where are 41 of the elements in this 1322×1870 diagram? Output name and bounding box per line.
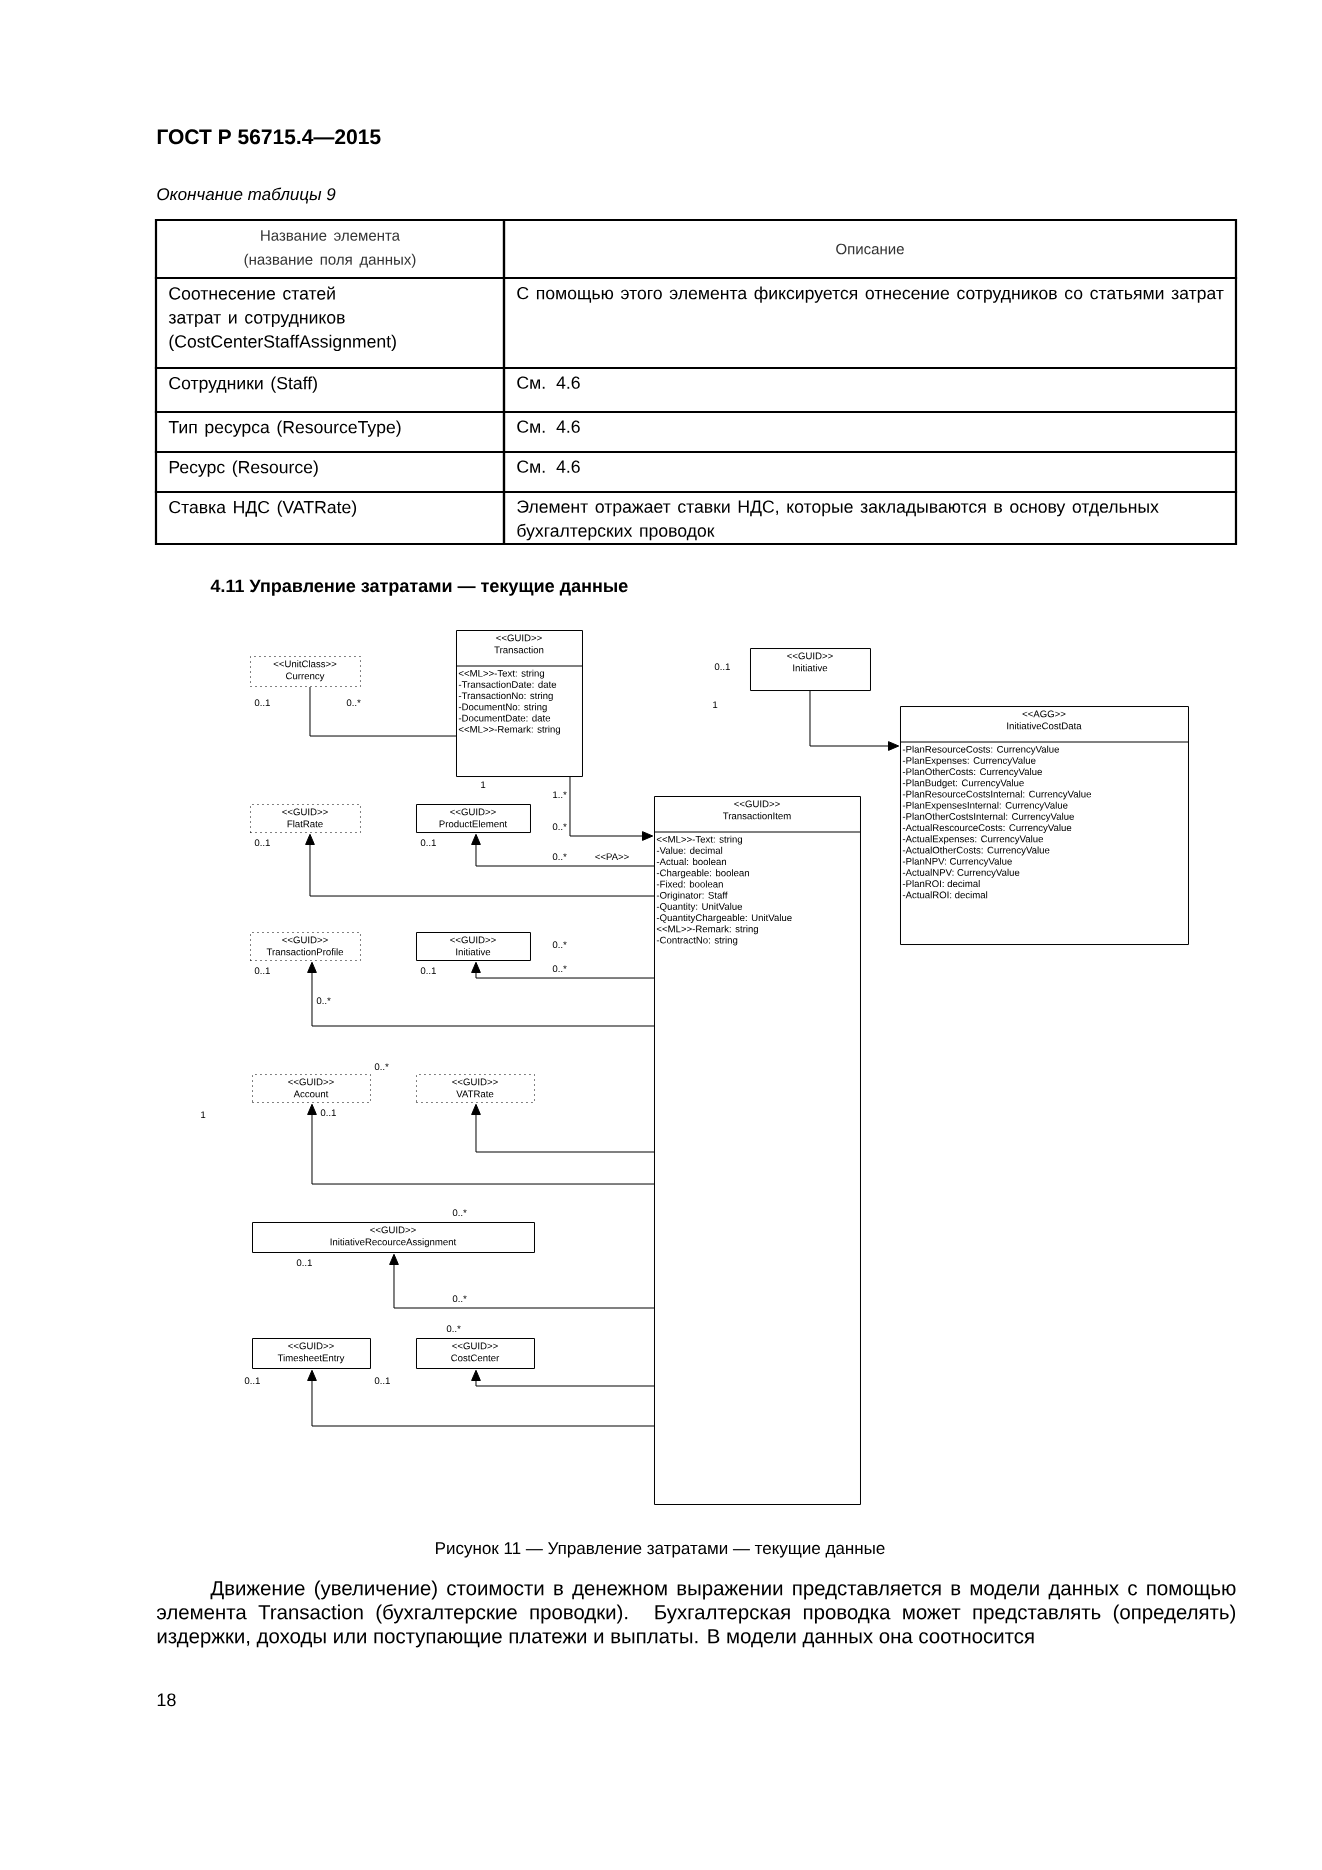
arrow: [389, 1253, 655, 1309]
arrow: [307, 961, 655, 1027]
class-box: [653, 796, 861, 1505]
table-cell: Ресурс (Resource): [154, 450, 506, 494]
figure-caption: Рисунок 11 — Управление затратами — текущие данные: [436, 1542, 885, 1558]
class-box: [250, 656, 361, 687]
class-box: [899, 706, 1189, 945]
table-caption: Окончание таблицы 9: [157, 187, 336, 204]
class-box: [416, 1338, 535, 1369]
table-cell: Сотрудники (Staff): [154, 366, 506, 414]
table-cell: Тип ресурса (ResourceType): [154, 410, 506, 454]
table-cell: Элемент отражает ставки НДС, которые закладываются в основу отдельных бухгалтерских проводок: [502, 490, 1238, 546]
table-cell: Ставка НДС (VATRate): [154, 490, 506, 546]
page-number: 18: [157, 1693, 176, 1707]
table-cell: См. 4.6: [502, 366, 1238, 414]
document-header: ГОСТ Р 56715.4—2015: [157, 129, 381, 145]
arrow: [471, 1369, 655, 1387]
arrow: [471, 833, 655, 867]
class-box: [252, 1338, 371, 1369]
class-box: [416, 1074, 535, 1103]
table-cell: См. 4.6: [502, 450, 1238, 494]
arrow: [471, 1103, 655, 1153]
class-box: [455, 630, 583, 777]
class-box: [416, 932, 531, 961]
arrow: [569, 776, 654, 841]
arrow: [307, 1369, 655, 1427]
arrow: [305, 833, 655, 897]
class-box: [416, 804, 531, 833]
class-box: [252, 1074, 371, 1103]
class-box: [252, 1222, 535, 1253]
section-heading: 4.11 Управление затратами — текущие данные: [210, 579, 628, 596]
table-cell: См. 4.6: [502, 410, 1238, 454]
body-paragraph: Движение (увеличение) стоимости в денежном выражении представляется в модели данных с помощью элемента Transaction (бухгалтерские проводки). Бухгалтерская проводка может представлять (определять) издержки, доходы или поступающие платежи и выплаты. В модели данных она соотносится: [156, 1580, 1236, 1648]
class-box: [250, 804, 361, 833]
class-box: [250, 932, 361, 961]
arrow: [471, 961, 655, 979]
table-cell: Соотнесение статей затрат и сотрудников (CostCenterStaffAssignment): [154, 276, 506, 370]
class-box: [750, 648, 871, 691]
arrow: [307, 1103, 655, 1185]
arrow: [809, 690, 900, 751]
table-cell: С помощью этого элемента фиксируется отнесение сотрудников со статьями затрат: [502, 276, 1238, 370]
